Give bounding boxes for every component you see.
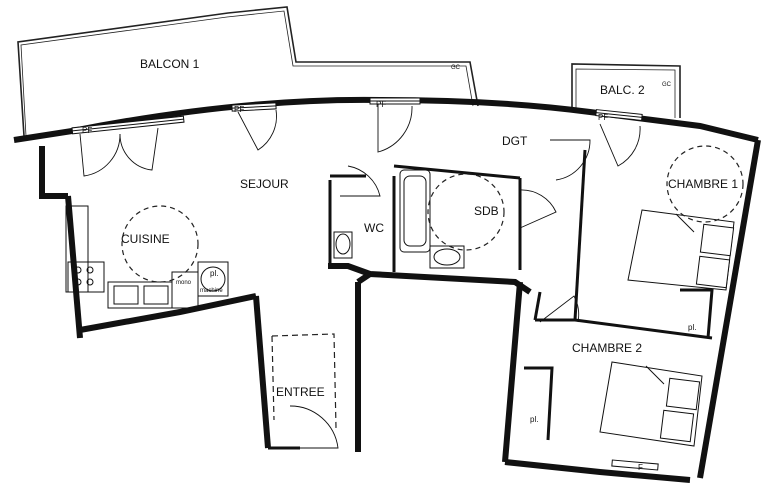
label-entree: ENTREE	[276, 385, 325, 399]
label-pf-chambre-1: PF	[598, 113, 608, 122]
turning-circles	[121, 145, 744, 283]
label-f-window: F	[638, 463, 643, 472]
toilet	[333, 231, 353, 259]
label-cuisine: CUISINE	[121, 232, 170, 246]
label-mono: mono	[176, 280, 192, 286]
washbasin	[429, 245, 465, 269]
bed-chambre-2	[599, 361, 703, 447]
label-sdb: SDB	[474, 204, 499, 218]
label-chambre-2: CHAMBRE 2	[572, 341, 642, 355]
label-wc: WC	[364, 221, 384, 235]
windows	[71, 97, 659, 471]
label-gc-balcon-1: GC	[451, 65, 461, 71]
label-sejour: SEJOUR	[240, 177, 289, 191]
interior-partitions	[328, 149, 714, 441]
label-machine: machine	[200, 288, 223, 294]
label-pl-chambre-1: pl.	[688, 323, 696, 332]
label-pl-chambre-2: pl.	[530, 415, 538, 424]
bed-chambre-1	[627, 209, 735, 291]
label-dgt: DGT	[502, 134, 528, 148]
entry-closet-dashed	[271, 333, 337, 429]
label-pf-dgt: PF	[376, 100, 386, 109]
label-balcon-1: BALCON 1	[140, 57, 200, 71]
bathtub	[399, 169, 431, 253]
balcony-2-outline	[571, 63, 681, 118]
washing-machine	[197, 261, 229, 297]
door-swings	[79, 104, 641, 449]
label-pf-sejour: PF	[234, 105, 244, 114]
label-gc-balc-2: GC	[662, 82, 672, 88]
label-pl-kitchen: pl.	[210, 269, 218, 278]
label-balc-2: BALC. 2	[600, 83, 645, 97]
kitchen-counter	[65, 205, 199, 309]
label-chambre-1: CHAMBRE 1	[668, 177, 738, 191]
balcony-1-outline	[17, 6, 479, 137]
label-pf-kitchen: PF	[82, 126, 92, 135]
